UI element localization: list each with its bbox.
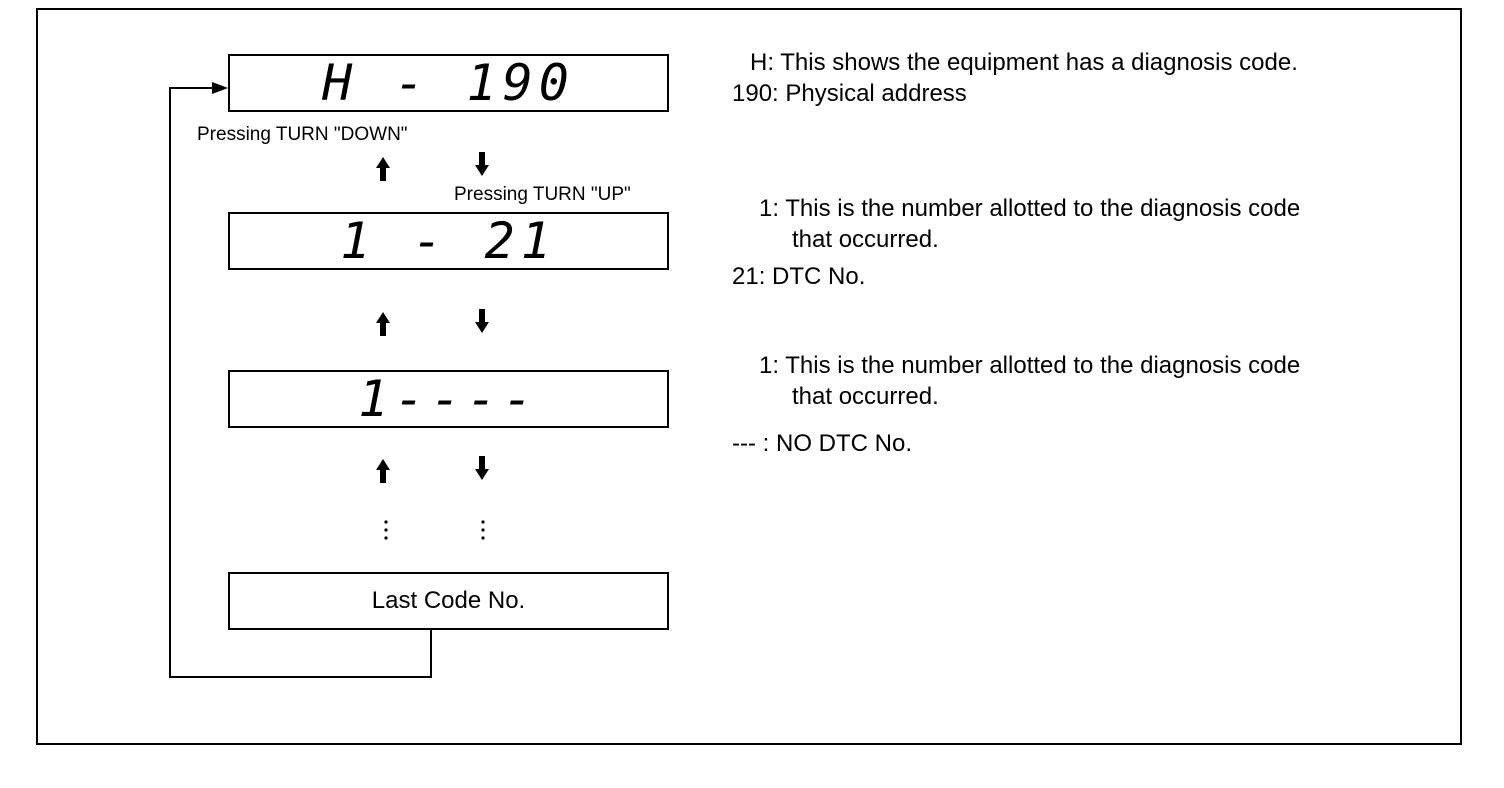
diagram-frame bbox=[36, 8, 1462, 745]
display-last-code: Last Code No. bbox=[228, 572, 669, 630]
down-arrow-3 bbox=[475, 456, 489, 480]
display-dtc-code-text: 1 - 21 bbox=[340, 212, 557, 270]
loop-back-arrowhead bbox=[212, 82, 228, 94]
description-h-code: H: This shows the equipment has a diagno… bbox=[732, 47, 1298, 109]
display-h-code: H - 190 bbox=[228, 54, 669, 112]
description-dtc-line3: 21: DTC No. bbox=[732, 263, 866, 290]
down-arrow-2 bbox=[475, 309, 489, 333]
turn-down-label: Pressing TURN "DOWN" bbox=[197, 124, 408, 145]
description-nodtc-line3: --- : NO DTC No. bbox=[732, 430, 912, 457]
display-no-dtc: 1---- bbox=[228, 370, 669, 428]
ellipsis-left bbox=[384, 520, 388, 540]
display-dtc-code: 1 - 21 bbox=[228, 212, 669, 270]
up-arrow-1 bbox=[376, 157, 390, 181]
description-nodtc-line1: 1: This is the number allotted to the di… bbox=[759, 352, 1301, 379]
up-arrow-2 bbox=[376, 312, 390, 336]
down-arrow-1 bbox=[475, 152, 489, 176]
description-dtc-line1: 1: This is the number allotted to the di… bbox=[759, 195, 1301, 222]
turn-up-label: Pressing TURN "UP" bbox=[454, 184, 631, 205]
description-no-dtc: 1: This is the number allotted to the di… bbox=[732, 350, 1300, 459]
ellipsis-right bbox=[481, 520, 485, 540]
up-arrow-3 bbox=[376, 459, 390, 483]
loop-back-line bbox=[169, 87, 432, 678]
description-addr-line: 190: Physical address bbox=[732, 80, 967, 107]
description-dtc-code: 1: This is the number allotted to the di… bbox=[732, 193, 1300, 292]
display-h-code-text: H - 190 bbox=[322, 54, 575, 112]
display-no-dtc-text: 1---- bbox=[358, 370, 539, 428]
description-nodtc-line2: that occurred. bbox=[792, 383, 939, 410]
description-dtc-line2: that occurred. bbox=[792, 226, 939, 253]
display-last-code-text: Last Code No. bbox=[371, 587, 526, 614]
description-h-line: H: This shows the equipment has a diagno… bbox=[750, 49, 1298, 76]
